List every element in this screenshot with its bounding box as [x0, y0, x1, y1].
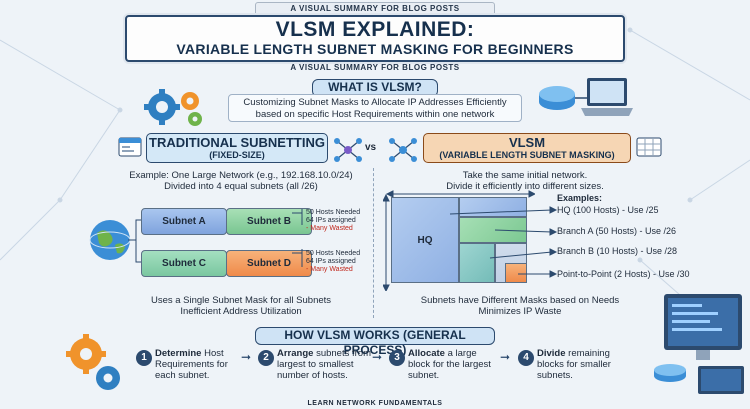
vs-label: vs	[365, 142, 377, 153]
network-hub-icon	[334, 138, 362, 162]
subnet-a-block: Subnet A	[141, 208, 227, 235]
vlsm-intro: Take the same initial network. Divide it…	[395, 170, 655, 192]
note-many-wasted: - Many Wasted	[306, 266, 353, 273]
note-ips-assigned: 64 IPs assigned	[306, 258, 356, 265]
step-4-text: remaining	[565, 348, 610, 359]
step-3-verb: Allocate	[408, 348, 445, 359]
step-1-text-line2: Requirements for	[155, 359, 228, 370]
note-hosts-needed: 50 Hosts Needed	[306, 209, 361, 216]
traditional-subnetting-heading: TRADITIONAL SUBNETTING (FIXED-SIZE)	[146, 133, 328, 163]
step-2-verb: Arrange	[277, 348, 314, 359]
step-4: Divide remaining blocks for smaller subn…	[537, 348, 611, 381]
traditional-summary-line2: Inefficient Address Utilization	[180, 306, 302, 317]
arrow-right-icon: ➞	[241, 350, 252, 364]
gears-icon	[66, 334, 120, 390]
vlsm-summary-line2: Minimizes IP Waste	[478, 306, 562, 317]
vlsm-heading: VLSM (VARIABLE LENGTH SUBNET MASKING)	[423, 133, 631, 163]
note-many-wasted: - Many Wasted	[306, 225, 353, 232]
workstation-icon	[654, 294, 744, 394]
how-vlsm-works-heading: HOW VLSM WORKS (GENERAL PROCESS)	[255, 327, 495, 357]
arrow-right-icon: ➞	[500, 350, 511, 364]
examples-label: Examples:	[557, 193, 603, 203]
example-hq: HQ (100 Hosts) - Use /25	[557, 205, 659, 215]
vlsm-definition: Customizing Subnet Masks to Allocate IP …	[228, 94, 522, 122]
page-subtitle: A VISUAL SUMMARY FOR BLOG POSTS	[290, 63, 460, 72]
subnet-d-block: Subnet D	[226, 250, 312, 277]
note-ips-assigned: 64 IPs assigned	[306, 217, 356, 224]
vlsm-summary: Subnets have Different Masks based on Ne…	[385, 295, 655, 317]
definition-line2: based on specific Host Requirements with…	[255, 109, 495, 120]
step-3: Allocate a large block for the largest s…	[408, 348, 491, 381]
globe-connector-lines	[128, 219, 142, 263]
step-2-text-line3: number of hosts.	[277, 370, 348, 381]
traditional-summary-line1: Uses a Single Subnet Mask for all Subnet…	[150, 295, 332, 306]
example-pointer-lines	[449, 206, 558, 278]
vlsm-subtitle: (VARIABLE LENGTH SUBNET MASKING)	[439, 150, 615, 160]
point-to-point-block	[505, 263, 527, 283]
step-1-text-line3: each subnet.	[155, 370, 210, 381]
step-2-text: subnets from	[313, 348, 371, 359]
step-3-number: 3	[389, 350, 405, 366]
step-2-number: 2	[258, 350, 274, 366]
definition-line1: Customizing Subnet Masks to Allocate IP …	[243, 97, 507, 108]
bracket-lines	[292, 209, 303, 267]
page-title: VLSM EXPLAINED:	[275, 18, 475, 41]
step-4-text-line3: subnets.	[537, 370, 573, 381]
traditional-subtitle: (FIXED-SIZE)	[209, 150, 265, 160]
branch-a-block	[459, 217, 527, 243]
hq-block: HQ	[391, 197, 459, 283]
allocation-arrows	[383, 190, 535, 291]
subnet-c-block: Subnet C	[141, 250, 227, 277]
traditional-example: Example: One Large Network (e.g., 192.16…	[112, 170, 370, 192]
step-4-text-line2: blocks for smaller	[537, 359, 611, 370]
branch-b-block	[459, 243, 495, 283]
footer-label: LEARN NETWORK FUNDAMENTALS	[307, 400, 443, 407]
step-4-number: 4	[518, 350, 534, 366]
spreadsheet-icon	[636, 137, 662, 157]
waste-note-top: 50 Hosts Needed 64 IPs assigned - Many W…	[306, 209, 376, 233]
waste-note-bottom: 50 Hosts Needed 64 IPs assigned - Many W…	[306, 250, 376, 274]
vlsm-summary-line1: Subnets have Different Masks based on Ne…	[420, 295, 620, 306]
note-hosts-needed: 50 Hosts Needed	[306, 250, 361, 257]
title-frame	[125, 15, 625, 62]
traditional-example-line1: Example: One Large Network (e.g., 192.16…	[129, 170, 353, 181]
example-branch-b: Branch B (10 Hosts) - Use /28	[557, 246, 678, 256]
step-3-text: a large	[444, 348, 477, 359]
gears-icon	[144, 89, 202, 126]
example-branch-a: Branch A (50 Hosts) - Use /26	[557, 226, 677, 236]
step-2-text-line2: largest to smallest	[277, 359, 354, 370]
step-1-verb: Determine	[155, 348, 202, 359]
what-is-vlsm-heading: WHAT IS VLSM?	[312, 79, 438, 97]
step-2: Arrange subnets from largest to smallest…	[277, 348, 371, 381]
traditional-example-line2: Divided into 4 equal subnets (all /26)	[164, 181, 318, 192]
step-1: Determine Host Requirements for each sub…	[155, 348, 228, 381]
vlsm-intro-line1: Take the same initial network.	[462, 170, 588, 181]
step-1-text: Host	[201, 348, 224, 359]
traditional-title: TRADITIONAL SUBNETTING	[149, 135, 325, 150]
network-hub-icon	[389, 138, 417, 162]
vlsm-intro-line2: Divide it efficiently into different siz…	[446, 181, 604, 192]
step-3-text-line3: subnet.	[408, 370, 440, 381]
router-laptop-icon	[539, 78, 633, 116]
window-icon	[118, 137, 142, 157]
example-point-to-point: Point-to-Point (2 Hosts) - Use /30	[557, 269, 690, 279]
vlsm-title: VLSM	[508, 135, 546, 150]
section-divider	[373, 168, 374, 318]
step-3-text-line2: block for the largest	[408, 359, 491, 370]
page-title-line2: VARIABLE LENGTH SUBNET MASKING FOR BEGIN…	[176, 41, 574, 57]
step-1-number: 1	[136, 350, 152, 366]
arrow-right-icon: ➞	[372, 350, 383, 364]
traditional-summary: Uses a Single Subnet Mask for all Subnet…	[112, 295, 370, 317]
step-4-verb: Divide	[537, 348, 566, 359]
top-banner: A VISUAL SUMMARY FOR BLOG POSTS	[255, 2, 495, 16]
